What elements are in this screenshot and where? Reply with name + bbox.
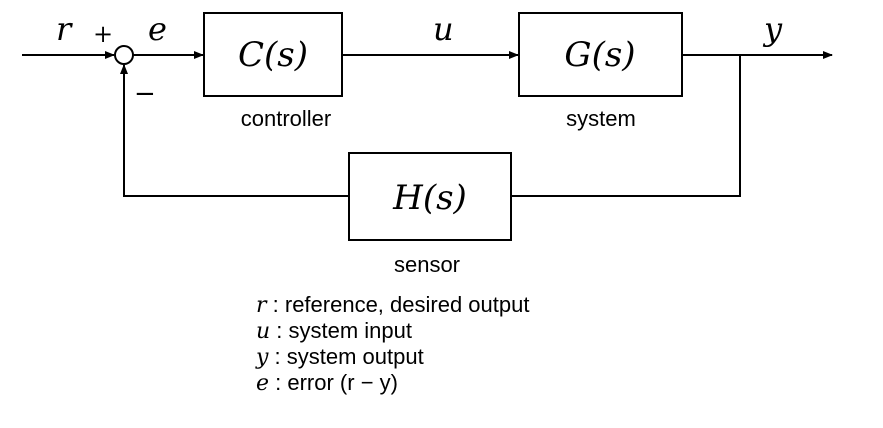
legend-row-reference: r : reference, desired output bbox=[256, 292, 676, 318]
error-signal-label: e bbox=[148, 10, 167, 48]
legend-row-output: y : system output bbox=[256, 344, 676, 370]
control-signal-label: u bbox=[433, 10, 454, 48]
legend-description: : reference, desired output bbox=[266, 292, 530, 317]
symbol-legend: r : reference, desired output u : system… bbox=[256, 292, 676, 396]
legend-row-error: e : error (r − y) bbox=[256, 370, 676, 396]
reference-signal-label: r bbox=[56, 10, 73, 48]
sensor-transfer-function: H(s) bbox=[392, 178, 467, 218]
legend-symbol: y bbox=[256, 345, 269, 370]
legend-description: : system output bbox=[268, 344, 424, 369]
feedback-path-to-junction bbox=[120, 64, 349, 197]
minus-sign: − bbox=[134, 79, 156, 109]
system-transfer-function: G(s) bbox=[564, 35, 635, 75]
legend-symbol: r bbox=[256, 293, 267, 318]
legend-description: : error (r − y) bbox=[269, 370, 398, 395]
controller-caption: controller bbox=[241, 106, 331, 131]
controller-block bbox=[203, 12, 343, 97]
legend-row-input: u : system input bbox=[256, 318, 676, 344]
plus-sign: + bbox=[93, 20, 113, 48]
controller-transfer-function: C(s) bbox=[238, 35, 308, 75]
system-caption: system bbox=[566, 106, 636, 131]
summing-junction bbox=[114, 45, 134, 65]
legend-symbol: u bbox=[256, 319, 271, 344]
legend-description: : system input bbox=[270, 318, 413, 343]
feedback-path-to-sensor bbox=[511, 55, 741, 197]
sensor-block bbox=[348, 152, 512, 241]
legend-symbol: e bbox=[256, 371, 270, 396]
output-signal-label: y bbox=[762, 10, 783, 48]
sensor-caption: sensor bbox=[394, 252, 460, 277]
